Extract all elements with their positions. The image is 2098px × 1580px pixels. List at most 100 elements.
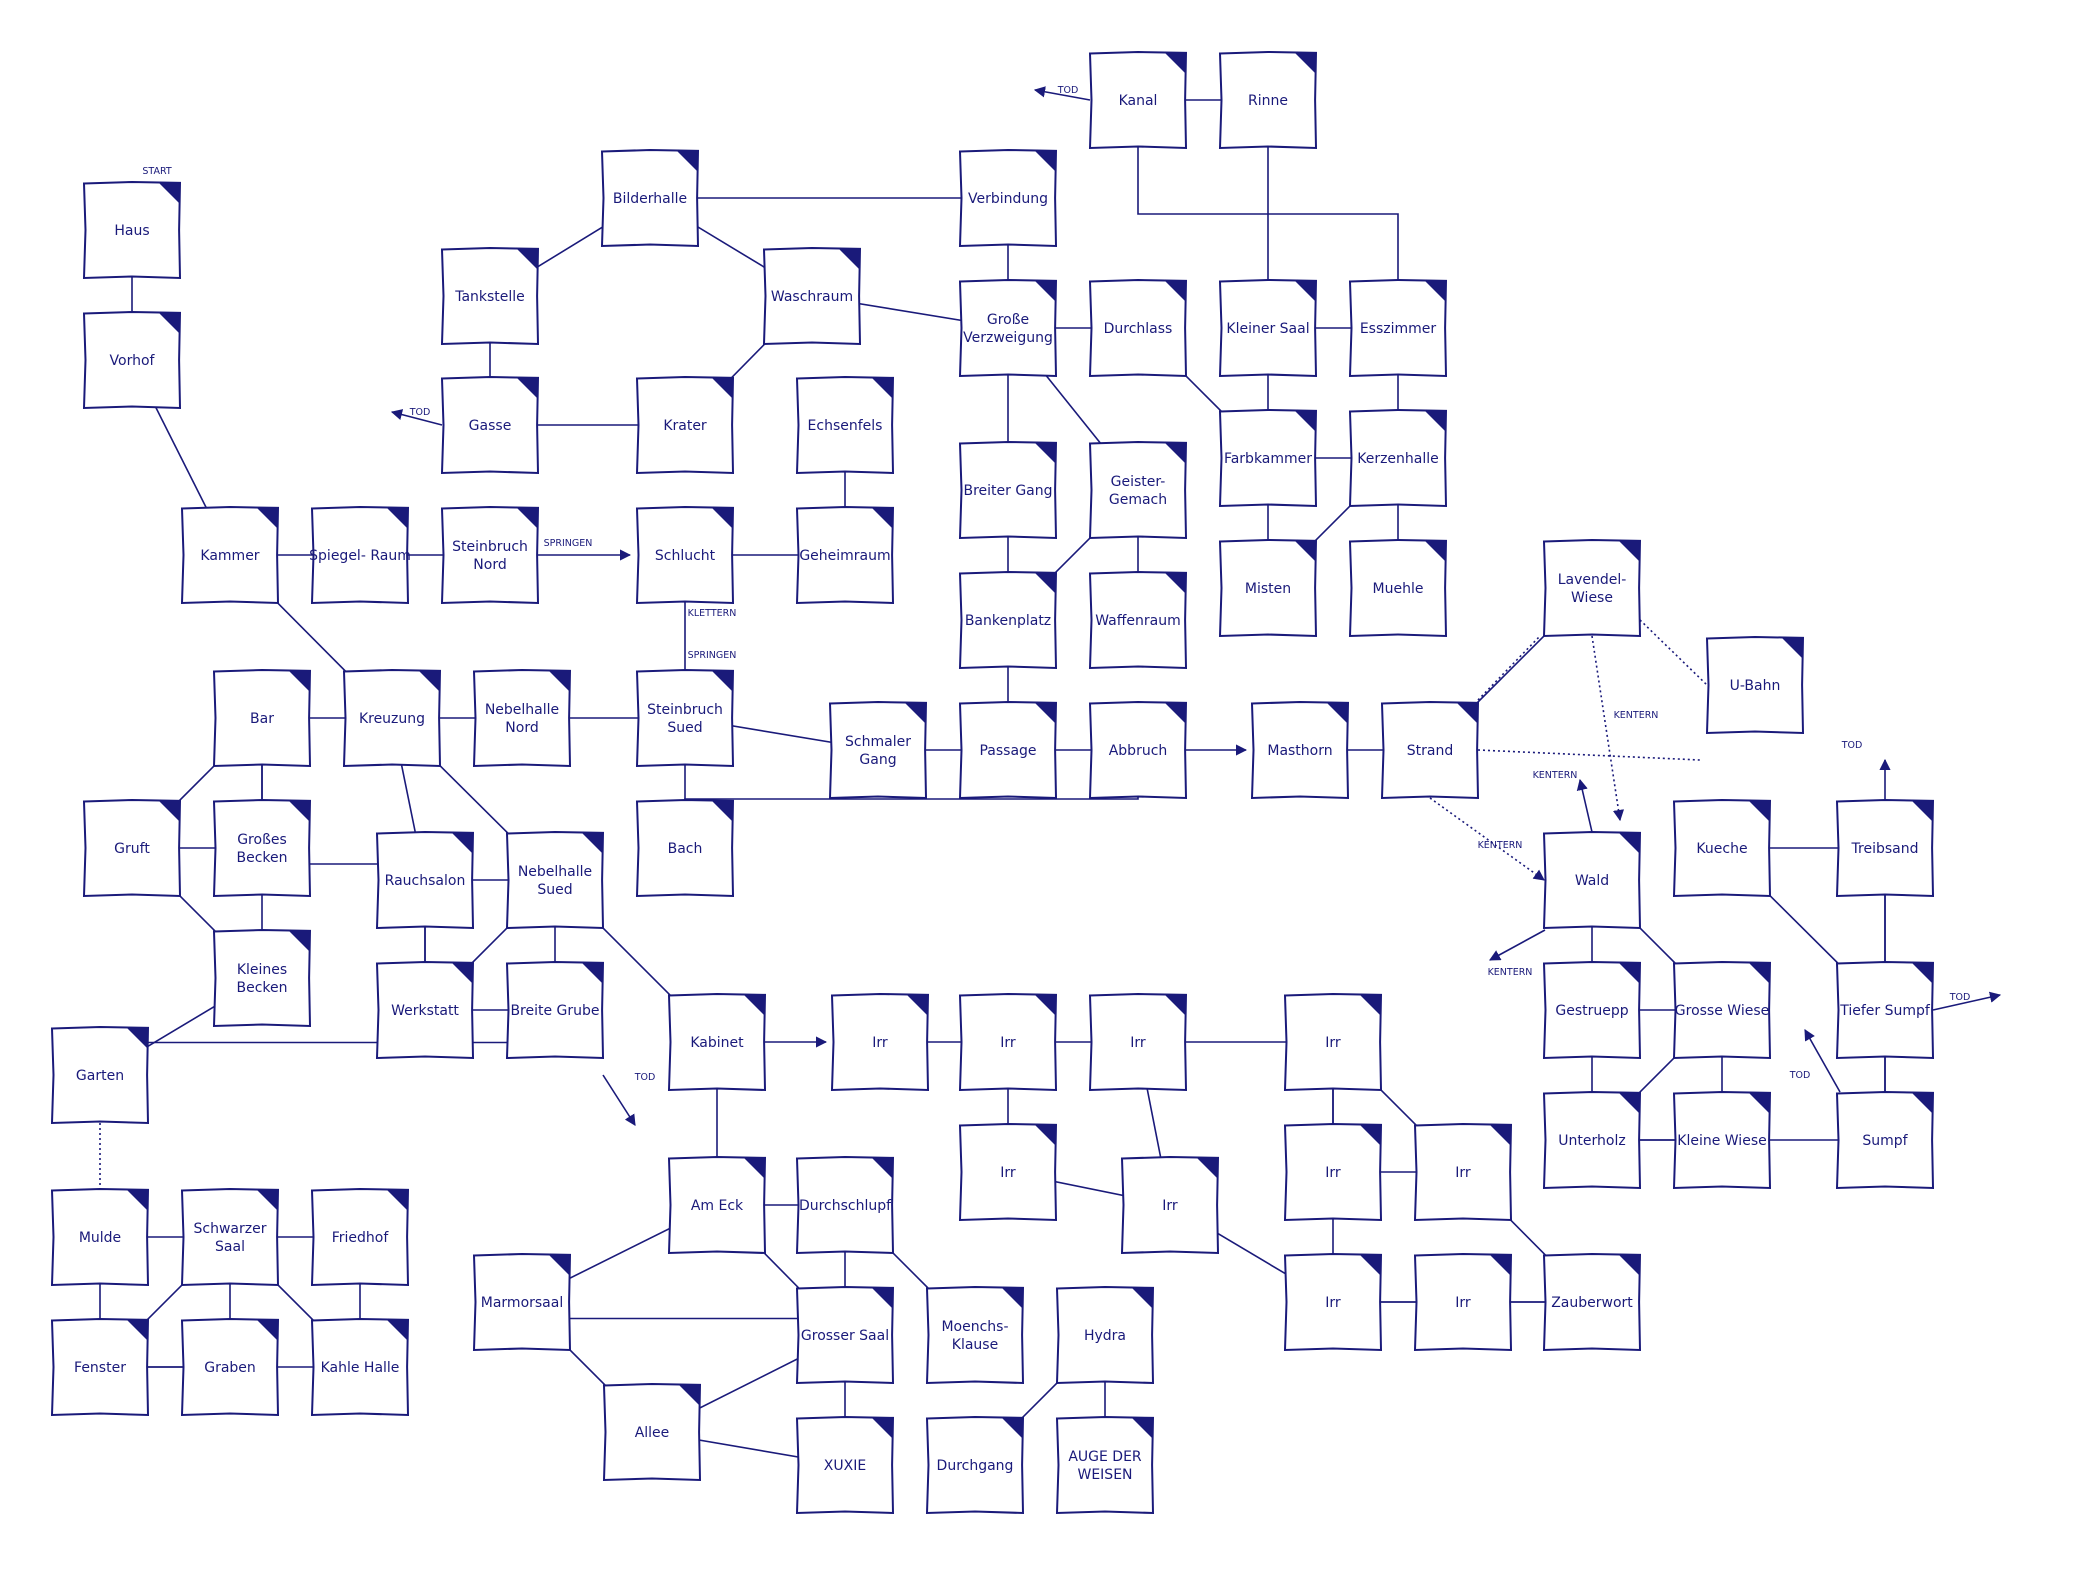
room-box: [212, 928, 312, 1028]
corner-flag-icon: [1424, 280, 1446, 302]
corner-flag-icon: [1001, 1287, 1023, 1309]
room-spiegelraum: Spiegel- Raum: [309, 505, 411, 605]
room-allee: Allee: [602, 1382, 702, 1482]
room-label: Kueche: [1696, 841, 1747, 857]
start-label: START: [142, 166, 172, 177]
corner-flag-icon: [904, 702, 926, 724]
room-label: Sumpf: [1862, 1133, 1908, 1149]
room-box: [925, 1285, 1025, 1385]
corner-flag-icon: [1748, 962, 1770, 984]
corner-flag-icon: [871, 1157, 893, 1179]
room-box: [1088, 50, 1188, 150]
room-bankenplatz: Bankenplatz: [958, 570, 1058, 670]
room-box: [1218, 408, 1318, 508]
kentern-label-wald-down: KENTERN: [1488, 967, 1533, 978]
corner-flag-icon: [743, 1157, 765, 1179]
room-unterholz: Unterholz: [1542, 1090, 1642, 1190]
room-label: Bilderhalle: [613, 191, 687, 207]
room-box: [958, 1122, 1058, 1222]
corner-flag-icon: [1618, 1254, 1640, 1276]
corner-flag-icon: [288, 670, 310, 692]
corner-flag-icon: [1489, 1254, 1511, 1276]
room-label: Krater: [663, 418, 707, 434]
room-box: [212, 668, 312, 768]
room-label: Spiegel- Raum: [309, 548, 411, 564]
room-moenchsklause: Moenchs-Klause: [925, 1285, 1025, 1385]
room-krater: Krater: [635, 375, 735, 475]
room-ubahn: U-Bahn: [1705, 635, 1805, 735]
corner-flag-icon: [676, 150, 698, 172]
kentern-label-strand: KENTERN: [1478, 840, 1523, 851]
room-box: [1542, 1252, 1642, 1352]
room-box: [1542, 538, 1642, 638]
room-label: Marmorsaal: [481, 1295, 563, 1311]
tod-label-treibsand: TOD: [1841, 740, 1863, 751]
room-kreuzung: Kreuzung: [342, 668, 442, 768]
room-label: Werkstatt: [391, 1003, 459, 1019]
room-box: [958, 570, 1058, 670]
room-box: [180, 1187, 280, 1287]
corner-flag-icon: [451, 962, 473, 984]
room-box: [1088, 700, 1188, 800]
kentern-label-lavendel: KENTERN: [1614, 710, 1659, 721]
room-label: Unterholz: [1558, 1133, 1625, 1149]
corner-flag-icon: [1294, 280, 1316, 302]
room-kanal: Kanal: [1088, 50, 1188, 150]
room-box: [602, 1382, 702, 1482]
room-box: [925, 1415, 1025, 1515]
room-box: [635, 798, 735, 898]
room-box: [1218, 50, 1318, 150]
room-box: [762, 246, 862, 346]
room-label: Misten: [1245, 581, 1291, 597]
corner-flag-icon: [871, 1417, 893, 1439]
room-irr7: Irr: [1283, 1122, 1383, 1222]
room-box: [1218, 278, 1318, 378]
room-label: Durchgang: [937, 1458, 1014, 1474]
corner-flag-icon: [1294, 540, 1316, 562]
room-box: [1413, 1252, 1513, 1352]
room-schlucht: Schlucht: [635, 505, 735, 605]
room-kleinersaal: Kleiner Saal: [1218, 278, 1318, 378]
room-box: [1250, 700, 1350, 800]
room-label: Bar: [250, 711, 274, 727]
room-label: Gruft: [114, 841, 150, 857]
room-box: [310, 505, 410, 605]
room-box: [180, 505, 280, 605]
room-muehle: Muehle: [1348, 538, 1448, 638]
room-box: [1348, 278, 1448, 378]
room-box: [1283, 992, 1383, 1092]
room-label: Geister-Gemach: [1109, 474, 1167, 508]
room-box: [310, 1317, 410, 1417]
room-box: [830, 992, 930, 1092]
corner-flag-icon: [1911, 962, 1933, 984]
room-box: [50, 1317, 150, 1417]
room-label: Kammer: [200, 548, 259, 564]
corner-flag-icon: [1034, 442, 1056, 464]
room-gasse: Gasse: [440, 375, 540, 475]
corner-flag-icon: [1911, 1092, 1933, 1114]
corner-flag-icon: [126, 1319, 148, 1341]
corner-flag-icon: [581, 832, 603, 854]
room-box: [505, 960, 605, 1060]
room-box: [212, 798, 312, 898]
room-label: Farbkammer: [1224, 451, 1312, 467]
room-bar: Bar: [212, 668, 312, 768]
room-kleinewiese: Kleine Wiese: [1672, 1090, 1772, 1190]
corner-flag-icon: [871, 1287, 893, 1309]
corner-flag-icon: [711, 507, 733, 529]
corner-flag-icon: [1164, 702, 1186, 724]
corner-flag-icon: [516, 248, 538, 270]
room-label: Durchschlupf: [799, 1198, 892, 1214]
room-irr9: Irr: [1283, 1252, 1383, 1352]
room-masthorn: Masthorn: [1250, 700, 1350, 800]
springen-label-sued: SPRINGEN: [688, 650, 737, 661]
room-box: [1705, 635, 1805, 735]
death-arrow-tiefer-sumpf: [1932, 991, 2002, 1011]
room-durchlass: Durchlass: [1088, 278, 1188, 378]
